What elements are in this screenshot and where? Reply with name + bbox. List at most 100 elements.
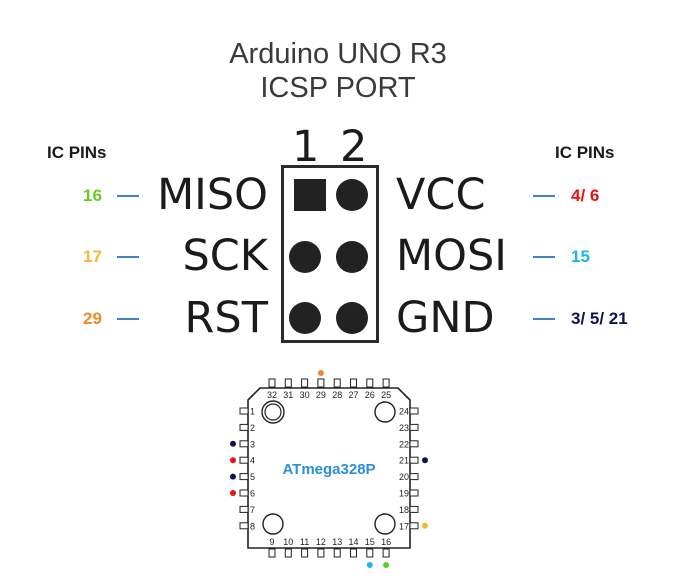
- chip-pin-number: 10: [283, 537, 293, 547]
- label-mosi: MOSI: [396, 231, 507, 281]
- chip-pin-lead: [317, 548, 325, 558]
- chip-pin-lead: [239, 489, 249, 497]
- pin-4-hole: [336, 241, 368, 273]
- chip-pin-number: 32: [267, 390, 277, 400]
- pin1-dot-inner: [264, 403, 282, 421]
- chip-pin-lead: [409, 440, 419, 448]
- ic-pin-mosi: 15: [571, 247, 590, 266]
- chip-pin-lead: [239, 423, 249, 431]
- chip-pin-lead: [409, 505, 419, 513]
- chip-pin-number: 20: [399, 472, 409, 482]
- chip-pin-lead: [301, 548, 309, 558]
- connector-dash: [117, 256, 139, 258]
- header-col-number-1: 1: [292, 122, 320, 172]
- chip-pin-lead: [409, 423, 419, 431]
- corner-hole-bl: [262, 513, 284, 535]
- chip-pin-number: 29: [316, 390, 326, 400]
- pin-marker-dot: [317, 370, 324, 376]
- connector-dash: [533, 256, 555, 258]
- chip-body: [247, 387, 411, 549]
- label-vcc: VCC: [396, 170, 486, 220]
- pin-marker-dot: [422, 457, 428, 464]
- chip-pin-number: 7: [250, 505, 255, 515]
- chip-pin-lead: [382, 378, 390, 388]
- connector-dash: [117, 318, 139, 320]
- chip-pin-lead: [268, 548, 276, 558]
- chip-pin-lead: [239, 456, 249, 464]
- chip-pin-number: 30: [300, 390, 310, 400]
- chip-pin-number: 3: [250, 439, 255, 449]
- chip-pin-number: 28: [332, 390, 342, 400]
- connector-dash: [533, 318, 555, 320]
- chip-pin-number: 5: [250, 472, 255, 482]
- connector-dash: [533, 195, 555, 197]
- chip-pin-number: 8: [250, 521, 255, 531]
- chip-pin-lead: [409, 407, 419, 415]
- chip-pin-lead: [409, 473, 419, 481]
- chip-pin-number: 31: [283, 390, 293, 400]
- connector-dash: [117, 195, 139, 197]
- chip-pin-number: 24: [399, 407, 409, 417]
- chip-pin-number: 16: [381, 537, 391, 547]
- chip-pin-number: 1: [250, 407, 255, 417]
- chip-pin-lead: [350, 548, 357, 558]
- pin-marker-dot: [366, 562, 373, 568]
- chip-pin-lead: [268, 378, 276, 388]
- label-sck: SCK: [182, 231, 268, 281]
- chip-pin-lead: [284, 378, 292, 388]
- chip-pin-number: 26: [365, 390, 375, 400]
- chip-pin-number: 15: [365, 537, 375, 547]
- pin-6-hole: [336, 302, 368, 334]
- chip-pin-lead: [350, 378, 357, 388]
- chip-pin-number: 6: [250, 489, 255, 499]
- icsp-header-outline: [281, 165, 379, 343]
- chip-pin-lead: [239, 407, 249, 415]
- chip-pin-number: 12: [316, 537, 326, 547]
- chip-pin-lead: [239, 473, 249, 481]
- corner-hole-tr: [374, 401, 396, 423]
- chip-pin-number: 25: [381, 390, 391, 400]
- chip-pin-number: 23: [399, 423, 409, 433]
- chip-pin-number: 21: [399, 456, 409, 466]
- chip-pin-lead: [239, 440, 249, 448]
- pin-3-hole: [289, 241, 321, 273]
- title-line-2: ICSP PORT: [260, 72, 416, 104]
- chip-pin-number: 19: [399, 489, 409, 499]
- pin-marker-dot: [383, 562, 390, 568]
- title-line-1: Arduino UNO R3: [229, 38, 447, 70]
- pin1-dot-outer: [261, 400, 285, 424]
- pin-marker-dot: [230, 490, 236, 496]
- chip-pin-lead: [239, 522, 249, 530]
- chip-label: ATmega328P: [282, 461, 375, 478]
- ic-pin-rst: 29: [83, 309, 102, 328]
- pin-2-hole: [336, 179, 368, 211]
- label-rst: RST: [184, 293, 268, 343]
- ic-pin-sck: 17: [83, 247, 102, 266]
- chip-pin-lead: [409, 456, 419, 464]
- chip-pin-number: 17: [399, 521, 409, 531]
- chip-pin-lead: [366, 548, 374, 558]
- chip-pin-lead: [333, 378, 341, 388]
- chip-pin-lead: [239, 505, 249, 513]
- chip-pin-number: 4: [250, 456, 255, 466]
- chip-pin-number: 13: [332, 537, 342, 547]
- pin-1-square: [294, 179, 326, 211]
- pin-marker-dot: [230, 440, 236, 447]
- ic-pin-vcc: 4/ 6: [571, 186, 600, 205]
- chip-pin-number: 27: [348, 390, 358, 400]
- pin-marker-dot: [230, 473, 236, 480]
- chip-pin-lead: [366, 378, 374, 388]
- chip-pin-number: 14: [348, 537, 358, 547]
- chip-pin-number: 18: [399, 505, 409, 515]
- chip-pin-lead: [301, 378, 309, 388]
- chip-pin-number: 11: [300, 537, 309, 547]
- chip-pin-lead: [409, 489, 419, 497]
- pin-marker-dot: [422, 522, 428, 529]
- pin-5-hole: [289, 302, 321, 334]
- corner-hole-br: [374, 513, 396, 535]
- chip-pin-lead: [317, 378, 325, 388]
- chip-pin-lead: [333, 548, 341, 558]
- ic-pins-heading-left: IC PINs: [47, 143, 107, 162]
